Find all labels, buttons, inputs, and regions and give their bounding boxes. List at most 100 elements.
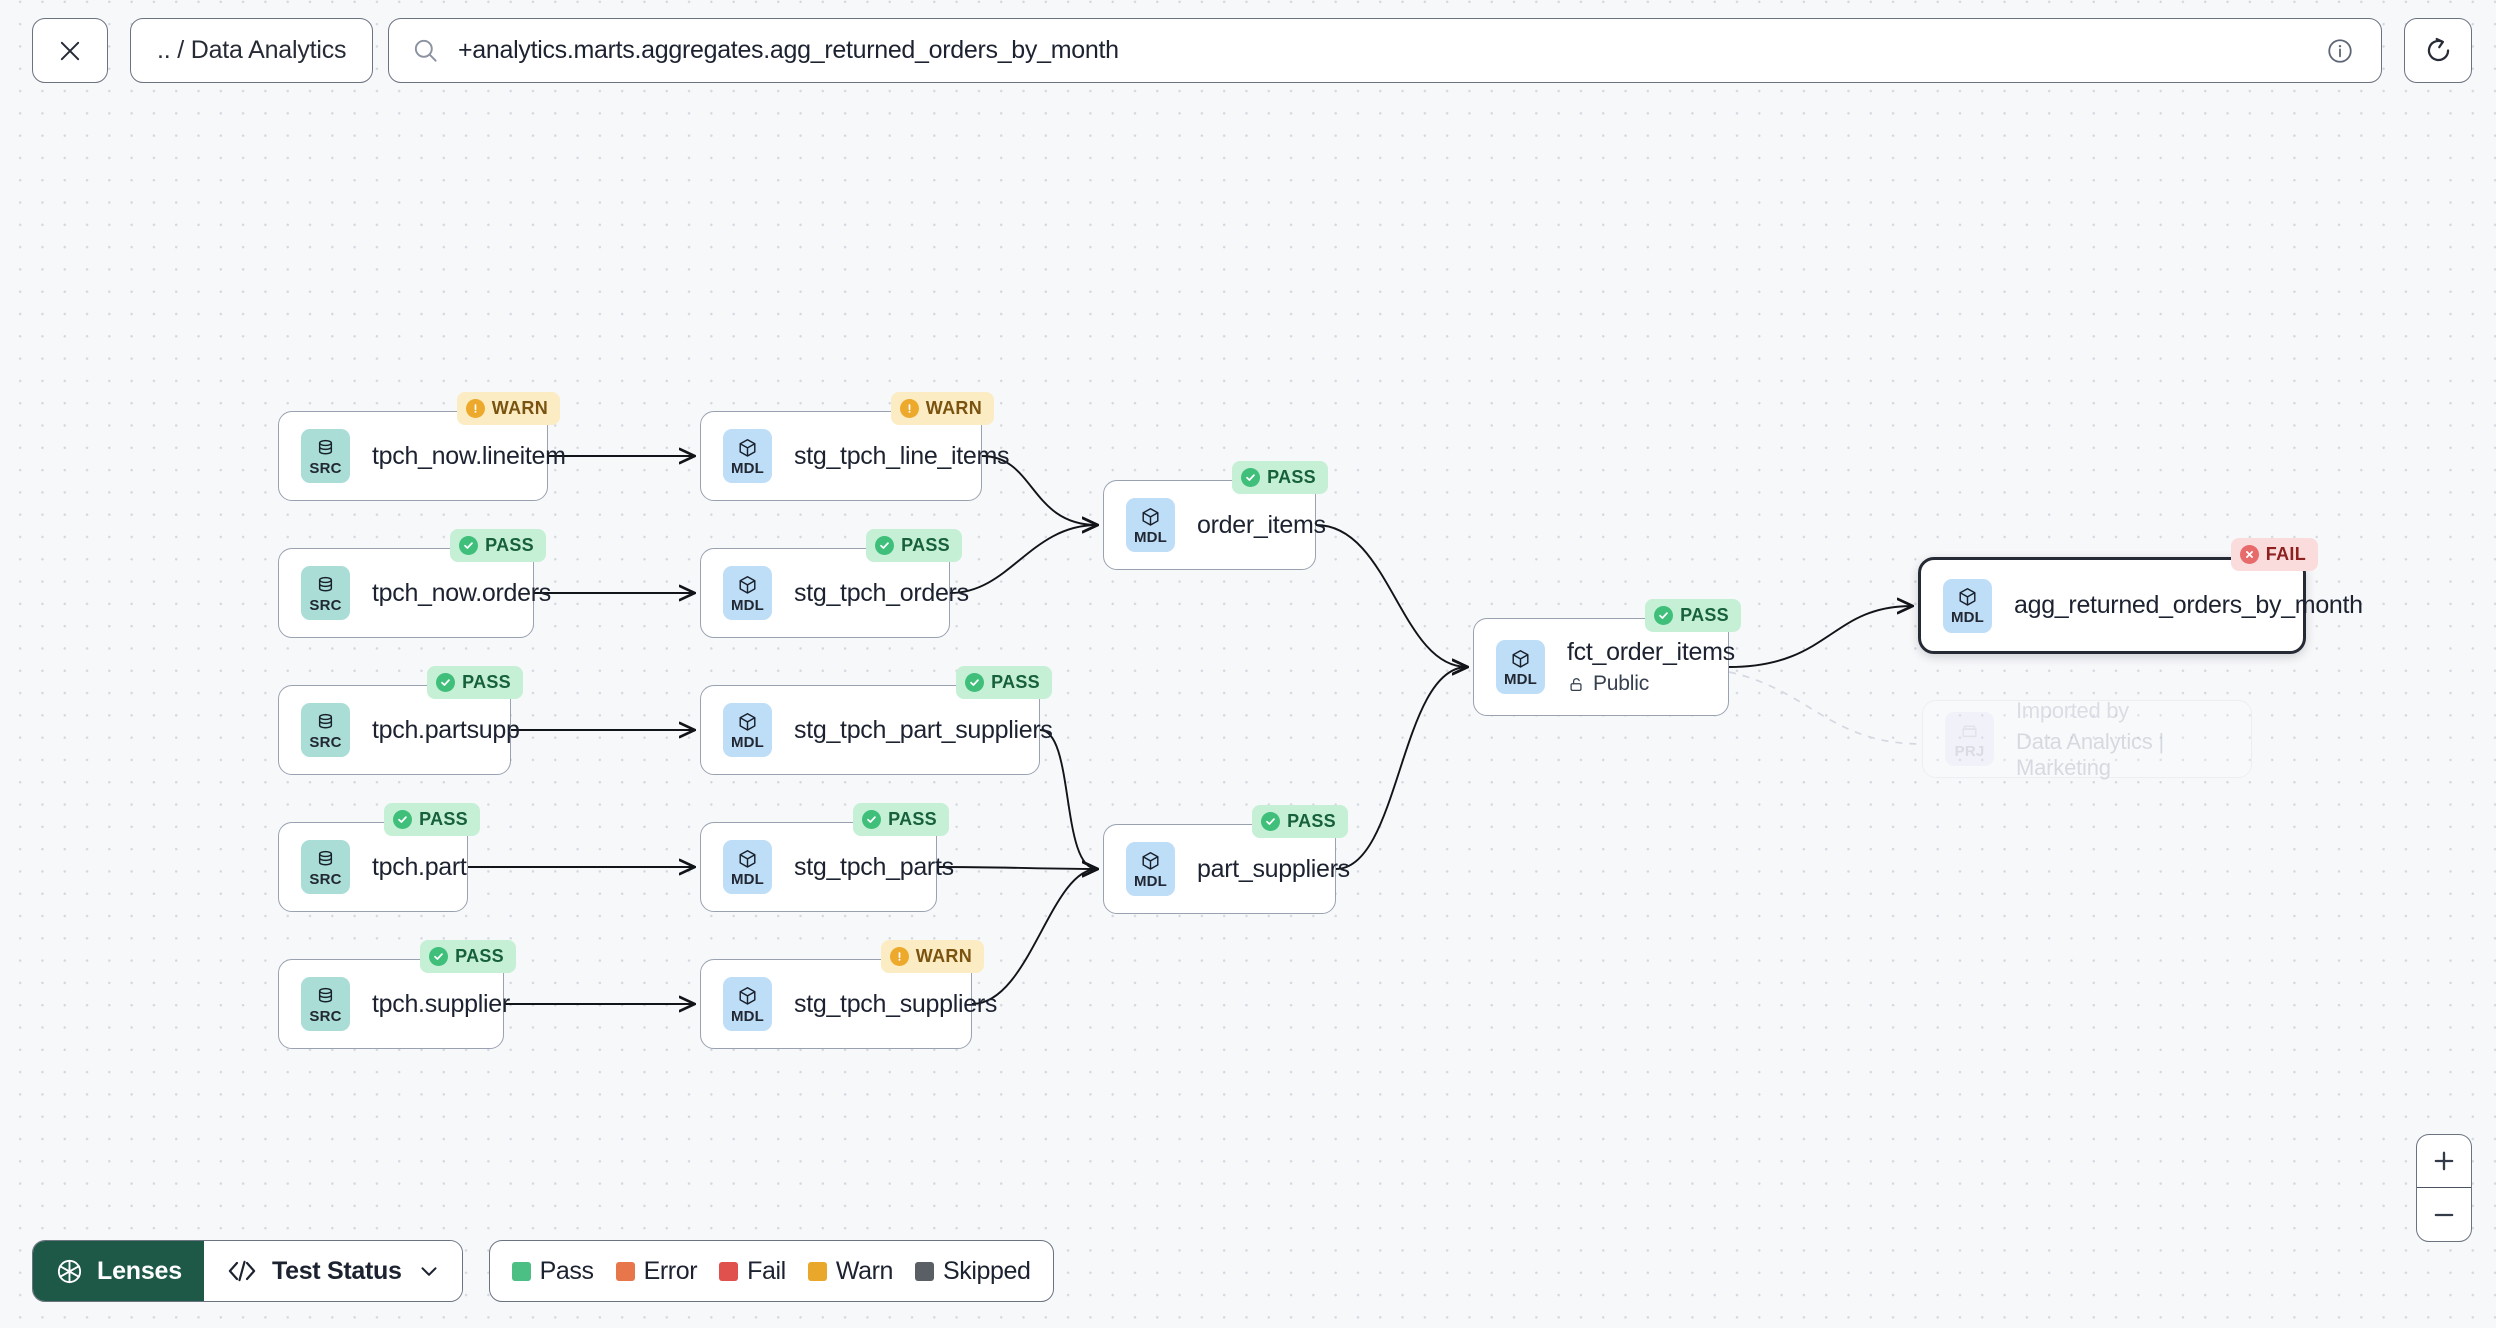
node-type-label: MDL [730,733,765,751]
node-title: stg_tpch_part_suppliers [794,715,1053,744]
search-input[interactable]: +analytics.marts.aggregates.agg_returned… [458,36,1119,64]
node-title: stg_tpch_line_items [794,441,1010,470]
node-body: tpch.partsupp [372,716,520,745]
status-badge-tpch_supplier: PASS [420,940,516,973]
close-button[interactable] [32,18,108,83]
node-body: stg_tpch_orders [794,578,969,608]
test-status-dropdown[interactable]: Test Status [203,1241,462,1301]
search-bar[interactable]: +analytics.marts.aggregates.agg_returned… [388,18,2382,83]
legend-item-warn[interactable]: Warn [807,1257,893,1286]
node-type-chip-src: SRC [301,429,350,483]
cube-icon [1959,588,1976,606]
node-body: stg_tpch_parts [794,853,954,882]
status-badge-label: PASS [888,809,937,829]
exclamation-icon [908,404,911,413]
lenses-group: Lenses Test Status [32,1240,463,1302]
status-badge-order_items: PASS [1232,461,1328,494]
cube-icon [739,849,756,868]
chevron-down-icon[interactable] [416,1258,442,1284]
check-icon [1659,612,1668,619]
status-dot [393,810,413,829]
graph-node-stg_tpch_parts[interactable]: MDL stg_tpch_parts [700,822,954,912]
top-toolbar: .. / Data Analytics +analytics.marts.agg… [0,0,2496,110]
status-dot [889,947,909,966]
status-dot [862,810,882,829]
cube-icon [1512,649,1529,668]
node-type-label: MDL [730,596,765,614]
breadcrumb[interactable]: .. / Data Analytics [130,18,374,83]
legend-swatch [807,1261,827,1281]
status-dot [429,947,449,966]
code-brackets-icon [228,1260,256,1282]
legend-item-skipped[interactable]: Skipped [915,1257,1031,1286]
legend-item-pass[interactable]: Pass [511,1257,594,1286]
node-type-label: SRC [309,733,342,751]
node-title: part_suppliers [1197,854,1350,883]
status-badge-tpch_now_lineitem: WARN [456,392,560,425]
node-title: order_items [1197,510,1326,539]
node-type-chip-src: SRC [301,703,350,757]
legend-label: Fail [747,1256,786,1285]
node-type-chip-prj: PRJ [1945,712,1994,766]
node-title: tpch.part [372,852,467,881]
legend-item-fail[interactable]: Fail [719,1257,786,1286]
legend-swatch [615,1261,635,1281]
minus-icon [2434,1213,2454,1216]
legend-swatch [915,1261,935,1281]
zoom-out-button[interactable] [2417,1188,2471,1241]
node-title: tpch.supplier [372,989,510,1018]
node-body: part_suppliers [1197,854,1350,884]
cube-icon [739,986,756,1005]
close-icon [60,41,80,60]
node-title: tpch_now.lineitem [372,441,566,470]
database-icon [318,850,333,865]
graph-node-stg_tpch_orders[interactable]: MDL stg_tpch_orders [700,548,969,638]
status-badge-fct_order_items: PASS [1645,599,1741,632]
status-dot [875,536,895,555]
check-icon [880,542,889,549]
unlock-icon [1570,677,1582,691]
zoom-in-button[interactable] [2417,1135,2471,1188]
status-badge-stg_tpch_orders: PASS [866,529,962,562]
node-type-label: MDL [730,870,765,888]
graph-node-stg_tpch_part_suppliers[interactable]: MDL stg_tpch_part_suppliers [700,685,1053,775]
status-dot [965,673,985,692]
node-type-chip-mdl: MDL [723,566,772,620]
node-type-chip-mdl: MDL [723,840,772,894]
refresh-button[interactable] [2404,18,2472,83]
status-badge-label: WARN [491,398,548,418]
status-badge-label: PASS [1267,467,1316,487]
node-type-chip-mdl: MDL [1943,578,1992,633]
project-box-icon [1962,725,1977,737]
plus-icon [2434,1151,2454,1171]
node-body: tpch_now.orders [372,579,551,608]
legend-item-error[interactable]: Error [615,1257,698,1286]
graph-node-tpch_now_lineitem[interactable]: SRC tpch_now.lineitem [278,411,566,501]
check-icon [441,679,450,686]
status-dot [899,399,919,418]
graph-node-tpch_partsupp[interactable]: SRC tpch.partsupp [278,685,520,775]
cube-icon [739,575,756,594]
status-badge-label: PASS [419,809,468,829]
node-title: Imported by [2016,697,2129,723]
status-badge-agg_returned_orders_by_month: FAIL [2230,538,2318,571]
node-body: stg_tpch_part_suppliers [794,715,1053,745]
node-body: stg_tpch_suppliers [794,990,997,1019]
node-title: stg_tpch_orders [794,578,969,607]
lenses-button[interactable]: Lenses [33,1241,204,1301]
check-icon [867,816,876,823]
refresh-icon [2427,37,2449,62]
info-circle-icon[interactable] [2325,36,2355,66]
